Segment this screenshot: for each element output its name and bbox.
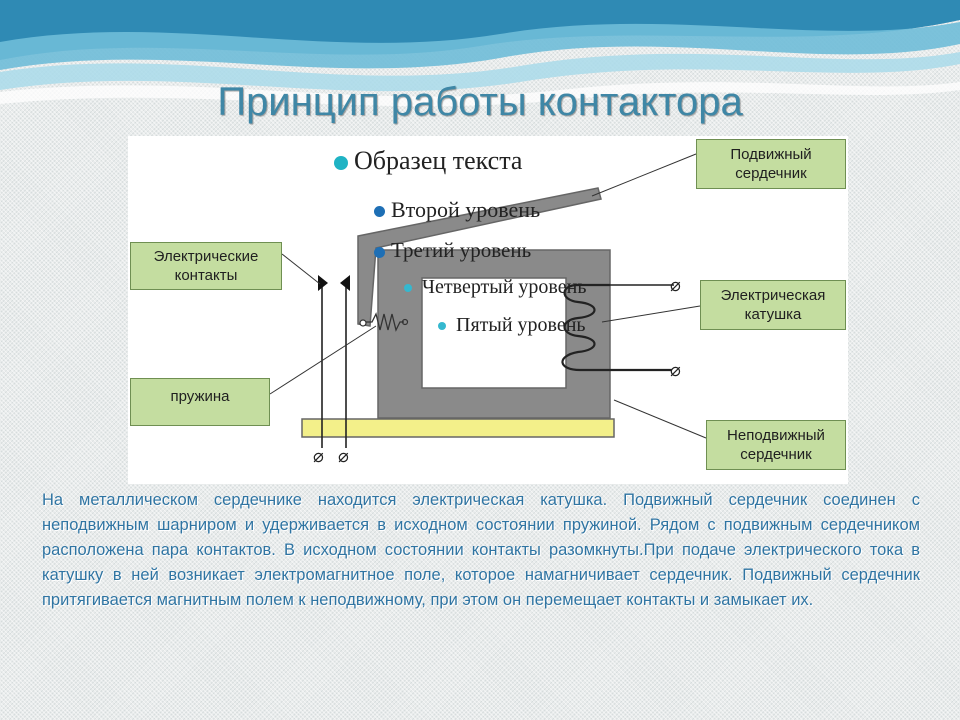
bullet-level-3: Третий уровень: [374, 238, 531, 263]
spring-shape: [362, 312, 404, 332]
bullet-text: Второй уровень: [391, 197, 541, 222]
leader-moving-core: [591, 153, 697, 197]
terminal-coil-bottom: ⌀: [670, 360, 681, 380]
bullet-dot-icon: [374, 246, 385, 258]
label-spring: пружина: [130, 378, 270, 426]
bullet-dot-icon: [438, 322, 446, 331]
contact-right: [340, 275, 350, 291]
bullet-text: Образец текста: [354, 146, 523, 175]
leader-coil: [601, 305, 701, 323]
bullet-dot-icon: [334, 156, 348, 171]
wave-background: [0, 0, 960, 107]
label-fixed-core: Неподвижный сердечник: [706, 420, 846, 470]
bullet-text: Четвертый уровень: [422, 276, 587, 298]
leader-fixed-core: [613, 399, 707, 439]
coil-winding: [561, 283, 672, 372]
bullet-level-2: Второй уровень: [374, 197, 540, 223]
leader-spring: [269, 325, 377, 395]
label-moving-core: Подвижный сердечник: [696, 139, 846, 189]
label-electrical-contacts: Электрические контакты: [130, 242, 282, 290]
bullet-level-4: Четвертый уровень: [404, 276, 586, 299]
fixed-core-shape: [377, 249, 611, 419]
terminal-contact-left: ⌀: [313, 446, 324, 466]
leader-contacts: [281, 253, 321, 285]
terminal-coil-top: ⌀: [670, 275, 681, 295]
bullet-level-1: Образец текста: [334, 146, 522, 176]
spring-end: [401, 318, 409, 326]
bullet-text: Третий уровень: [391, 238, 532, 262]
bullet-level-5: Пятый уровень: [438, 314, 586, 337]
bullet-dot-icon: [374, 206, 385, 218]
description-text: На металлическом сердечнике находится эл…: [42, 491, 920, 609]
bullet-dot-icon: [404, 284, 412, 293]
contact-left: [318, 275, 328, 291]
terminal-contact-right: ⌀: [338, 446, 349, 466]
label-electrical-coil: Электрическая катушка: [700, 280, 846, 330]
bullet-text: Пятый уровень: [456, 314, 586, 336]
hinge: [359, 319, 367, 327]
base-plate: [301, 418, 615, 438]
slide-title: Принцип работы контактора: [217, 80, 743, 124]
